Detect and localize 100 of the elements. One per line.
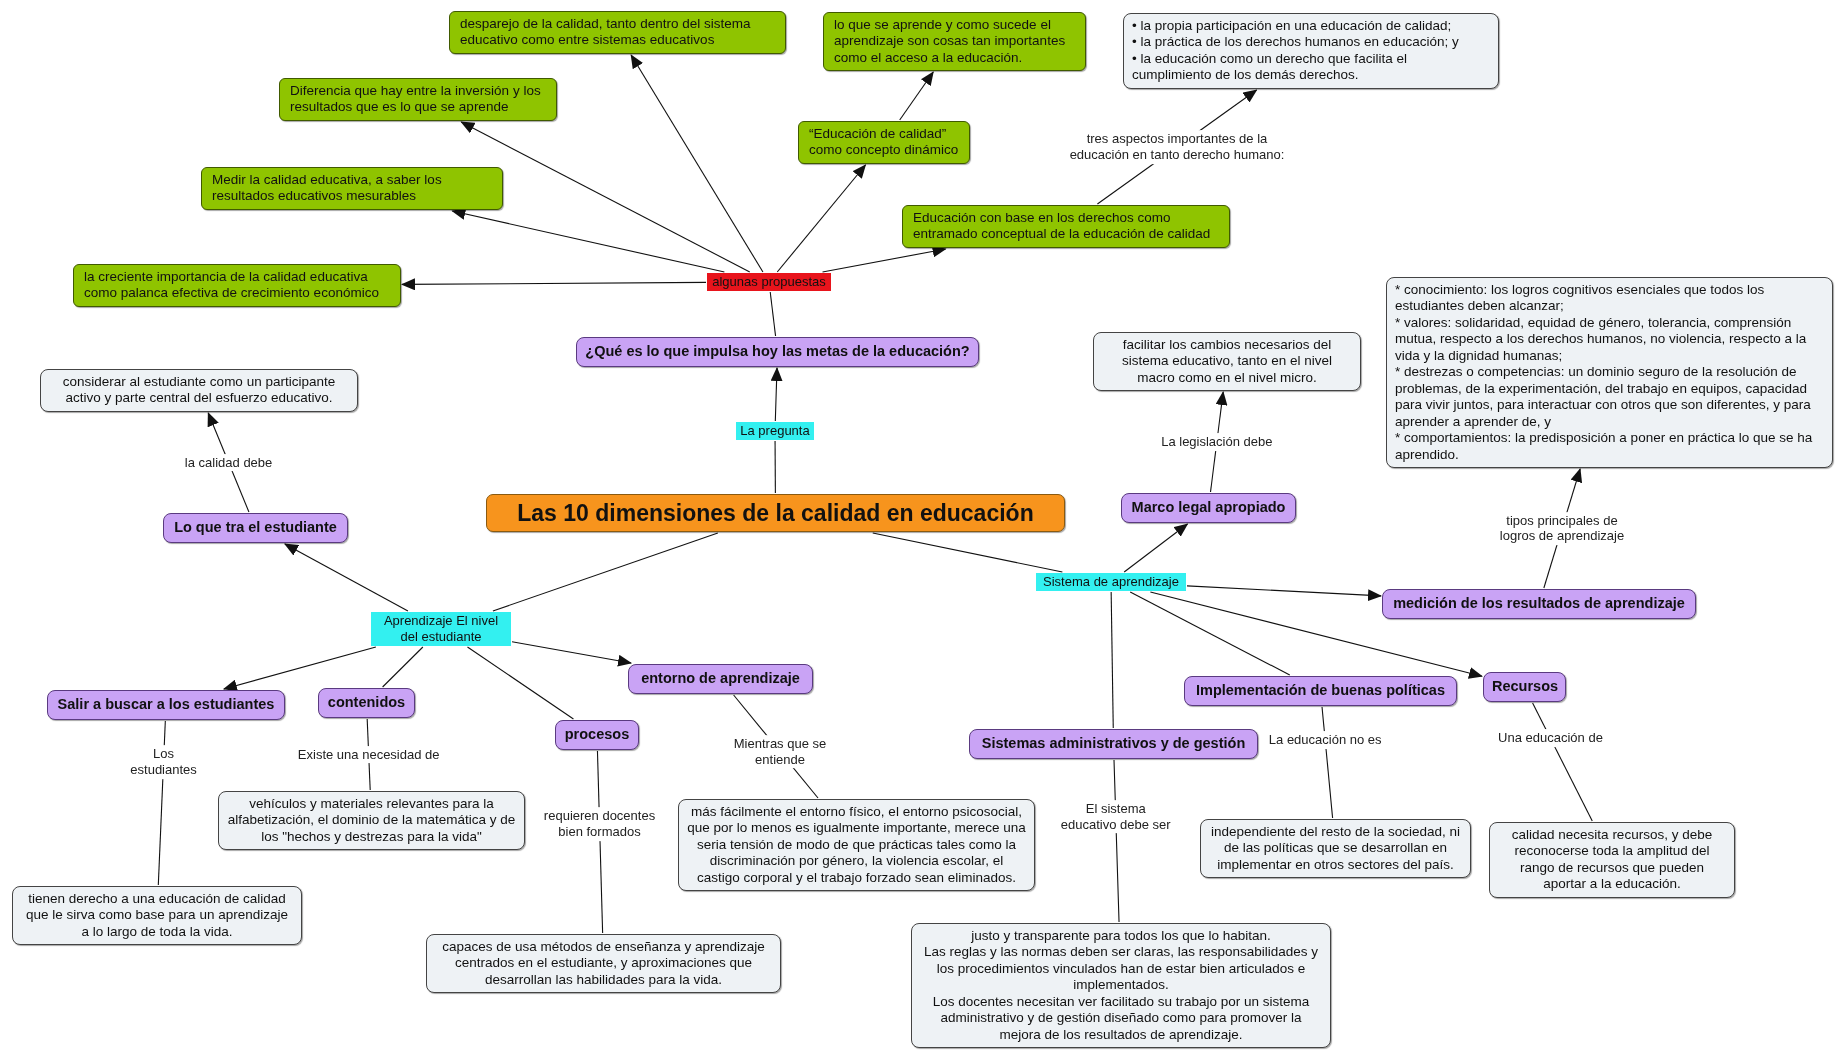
note-box [1200, 819, 1471, 879]
concept-box [628, 664, 813, 694]
concept-text: tienen derecho a una educación de calidad que le sirva como base para un aprendizaje a lo largo de toda la vida. [25, 891, 289, 941]
bullet-item: • la práctica de los derechos humanos en educación; y [1132, 34, 1460, 51]
concept-text: * destrezas o competencias: un dominio seguro de la resolución de problemas, de la experimentación, del trabajo en equipos, capacidad para vivir juntos, para interactuar con otros que son diferentes, y para aprender a aprender de, y [1395, 364, 1812, 431]
concept-text: calidad necesita recursos, y debe reconocerse toda la amplitud del rango de recursos que pueden aportar a la educación. [1510, 827, 1714, 893]
concept-text: Las reglas y las normas deben ser claras, las responsabilidades y los procedimientos vinculados han de estar bien articulados e implementados. [923, 944, 1319, 994]
concept-box [555, 720, 639, 750]
proposal-box [201, 167, 503, 210]
concept-text: Recursos [1492, 678, 1557, 696]
concept-text: * comportamientos: la predisposición a poner en práctica lo que se ha aprendido. [1395, 430, 1814, 464]
concept-box [163, 513, 348, 543]
arrow [1149, 591, 1483, 679]
concept-text: medición de los resultados de aprendizaje [1392, 595, 1686, 613]
concept-box [1483, 672, 1566, 702]
concept-text: Diferencia que hay entre la inversión y los resultados que es lo que se aprende [290, 83, 542, 116]
concept-text: facilitar los cambios necesarios del sistema educativo, tanto en el nivel macro como en el nivel micro. [1120, 337, 1334, 387]
linking-phrase-box [736, 422, 814, 440]
note-box [40, 369, 358, 412]
proposal-box [279, 78, 557, 121]
central-topic-box [486, 494, 1065, 533]
arrow [1123, 523, 1189, 573]
concept-text: * conocimiento: los logros cognitivos esenciales que todos los estudiantes deben alcanzar; [1395, 282, 1766, 315]
proposal-box [449, 11, 786, 54]
concept-text: Salir a buscar a los estudiantes [56, 696, 276, 714]
concept-box [47, 690, 285, 720]
proposal-box [798, 121, 970, 164]
concept-box [318, 688, 415, 718]
proposal-box [902, 205, 1230, 248]
arrow [284, 543, 409, 612]
linking-phrase-box [707, 273, 831, 291]
arrow [776, 164, 867, 273]
arrow [1186, 585, 1382, 602]
concept-text: Los docentes necesitan ver facilitado su trabajo por un sistema administrativo y de gestión diseñado como para promover la mejora de los resultados de aprendizaje. [931, 993, 1311, 1044]
concept-box [969, 729, 1258, 759]
connector-line [774, 440, 776, 494]
note-box [1489, 822, 1735, 898]
connector-line [1129, 591, 1291, 676]
edge-label: El sistema educativo debe ser [1058, 799, 1173, 834]
concept-text: Las 10 dimensiones de la calidad en educación [516, 499, 1035, 528]
concept-text: Marco legal apropiado [1130, 499, 1287, 517]
concept-box [576, 337, 979, 367]
concept-text: más fácilmente el entorno físico, el entorno psicosocial, que por lo menos es igualmente importante, merece una seria tensión de modo de que prácticas tales como la discriminación por género, la violencia escolar, el castigo corporal y el trabajo forzado sean eliminados. [687, 804, 1026, 887]
edge-label: La educación no es [1266, 731, 1384, 750]
proposal-box [823, 12, 1086, 72]
arrow [511, 641, 633, 667]
note-box [218, 791, 525, 851]
connector-line [872, 532, 1063, 573]
concept-text: contenidos [327, 694, 406, 712]
concept-text: * valores: solidaridad, equidad de género, tolerancia, comprensión mutua, respecto a los derechos humanos, no violencia, respecto a la vida y la dignidad humanas; [1395, 314, 1808, 365]
concept-text: Medir la calidad educativa, a saber los resultados educativos mesurables [212, 172, 443, 205]
proposal-box [73, 264, 401, 307]
bullet-item: • la educación como un derecho que facilita el cumplimiento de los demás derechos. [1132, 50, 1408, 84]
concept-text: ¿Qué es lo que impulsa hoy las metas de la educación? [585, 343, 970, 361]
note-box [1386, 277, 1833, 469]
concept-box [1382, 589, 1696, 619]
arrow [899, 71, 934, 121]
note-box [1093, 332, 1361, 392]
concept-box [1184, 676, 1457, 706]
arrow [460, 121, 751, 273]
edge-label: la calidad debe [182, 453, 275, 472]
connector-line [492, 532, 719, 612]
note-box [12, 886, 302, 946]
edge-label: Existe una necesidad de [295, 745, 442, 764]
concept-text: procesos [564, 726, 630, 744]
note-box [911, 923, 1331, 1049]
arrow [451, 208, 725, 273]
concept-text: Sistemas administrativos y de gestión [980, 735, 1247, 753]
arrow [401, 278, 707, 291]
bullet-item: • la propia participación en una educación de calidad; [1132, 18, 1453, 35]
edge-label: Una educación de [1496, 729, 1605, 748]
arrow [770, 367, 783, 422]
concept-text: entorno de aprendizaje [640, 670, 801, 688]
concept-text: “Educación de calidad” como concepto dinámico [809, 126, 959, 159]
linking-phrase-box [371, 612, 511, 646]
concept-text: capaces de usa métodos de enseñanza y aprendizaje centrados en el estudiante, y aproximaciones que desarrollan las habilidades para la vida. [441, 939, 766, 989]
arrow [630, 54, 764, 273]
connector-line [382, 646, 424, 688]
concept-text: justo y transparente para todos los que lo habitan. [970, 928, 1272, 945]
concept-text: vehículos y materiales relevantes para la alfabetización, el dominio de la matemática y de los "hechos y destrezas para la vida" [227, 796, 516, 846]
connector-line [466, 646, 574, 720]
concept-text: independiente del resto de la sociedad, ni de las políticas que se desarrollan en implementar en otros sectores del país. [1209, 824, 1462, 874]
concept-text: Aprendizaje El nivel del estudiante [382, 613, 500, 645]
edge-label: La legislación debe [1159, 433, 1275, 451]
concept-text: la creciente importancia de la calidad educativa como palanca efectiva de crecimiento económico [84, 269, 380, 302]
concept-text: Sistema de aprendizaje [1042, 574, 1180, 590]
concept-box [1121, 493, 1296, 523]
concept-text: considerar al estudiante como un participante activo y parte central del esfuerzo educativo. [61, 374, 337, 407]
concept-text: desparejo de la calidad, tanto dentro del sistema educativo como entre sistemas educativos [460, 16, 752, 49]
note-box [678, 799, 1035, 892]
concept-text: lo que se aprende y como sucede el aprendizaje son cosas tan importantes como el acceso a la educación. [834, 17, 1067, 67]
note-box [1123, 13, 1499, 89]
connector-line [1110, 591, 1114, 729]
concept-text: Implementación de buenas políticas [1195, 682, 1446, 700]
note-box [426, 934, 781, 994]
connector-line [769, 291, 777, 337]
concept-text: Educación con base en los derechos como entramado conceptual de la educación de calidad [913, 210, 1212, 243]
linking-phrase-box [1036, 573, 1186, 591]
concept-text: algunas propuestas [711, 274, 827, 290]
concept-text: Lo que tra el estudiante [173, 519, 338, 537]
